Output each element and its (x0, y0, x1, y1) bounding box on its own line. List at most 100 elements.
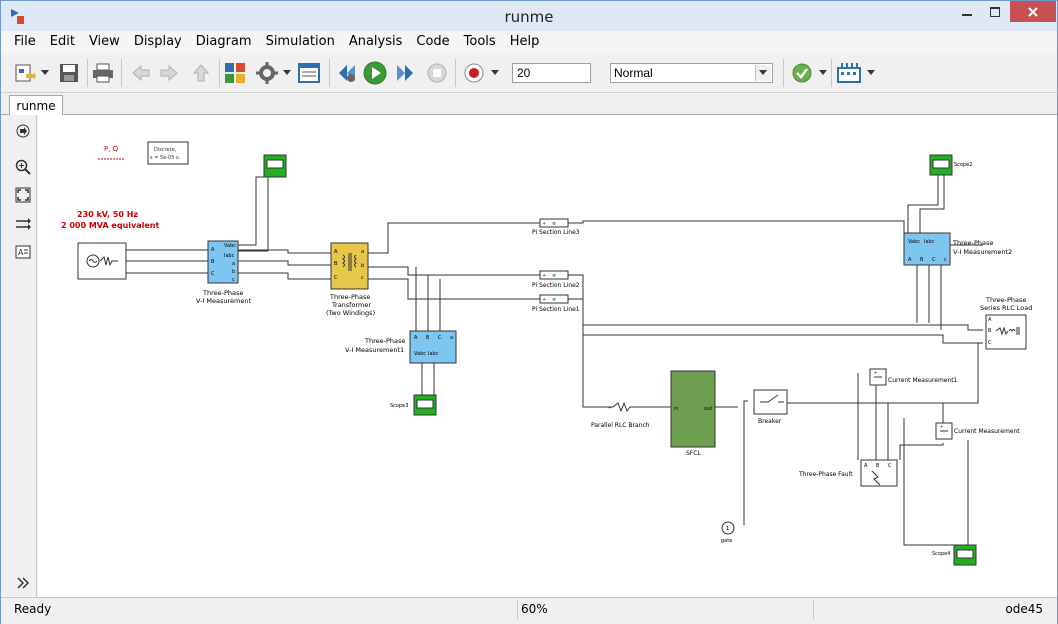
breaker-block[interactable] (753, 389, 788, 415)
pi-section-line1-block[interactable]: + ≡ (539, 294, 569, 304)
pi-section-line2-block[interactable]: + ≡ (539, 270, 569, 280)
menu-tools[interactable]: Tools (463, 34, 496, 49)
three-phase-transformer-block[interactable]: A B C a b c (330, 242, 369, 290)
library-browser-button[interactable] (223, 61, 247, 85)
transformer-label-line3: (Two Windings) (326, 309, 375, 317)
stop-time-input[interactable]: 20 (512, 63, 591, 83)
chevron-down-icon (759, 70, 767, 75)
menu-edit[interactable]: Edit (49, 34, 75, 49)
svg-text:C: C (438, 335, 442, 341)
run-button[interactable] (363, 61, 387, 85)
record-button[interactable] (462, 61, 486, 85)
vi-measurement2-block[interactable]: Vabc Iabc A B C c (903, 232, 951, 266)
pi-section-line3-block[interactable]: + ≡ (539, 218, 569, 228)
navigate-icon[interactable] (15, 123, 31, 139)
step-forward-button[interactable] (393, 61, 417, 85)
step-back-icon (339, 65, 355, 82)
annotation-icon[interactable]: A (15, 244, 31, 260)
tab-runme[interactable]: runme (9, 95, 63, 116)
series-rlc-load-block[interactable]: A B C (985, 314, 1027, 350)
scope3-block[interactable] (413, 394, 437, 416)
sfcl-in-label: in (674, 406, 679, 412)
stop-button[interactable] (425, 61, 449, 85)
menu-analysis[interactable]: Analysis (348, 34, 403, 49)
block-diagram: P, Q Discrete, s = 5e-05 s. 230 kV, 50 H… (61, 141, 1032, 566)
vi-measurement1-block[interactable]: A B C a Vabc Iabc (409, 330, 457, 364)
scope-block[interactable] (263, 154, 287, 178)
play-icon (363, 61, 387, 85)
up-button[interactable] (189, 61, 213, 85)
svg-text:A: A (18, 248, 24, 257)
new-model-button[interactable] (13, 61, 37, 85)
three-phase-source-block[interactable] (77, 242, 127, 280)
zoom-icon[interactable] (15, 159, 31, 175)
load-label-line1: Three-Phase (985, 296, 1026, 304)
minimize-button[interactable] (953, 1, 981, 23)
minimize-icon (962, 14, 972, 16)
chevron-down-icon[interactable] (41, 68, 49, 76)
menu-simulation[interactable]: Simulation (265, 34, 335, 49)
chevron-down-icon[interactable] (491, 68, 499, 76)
svg-text:c: c (944, 257, 947, 263)
svg-text:c: c (361, 275, 364, 281)
signal-arrows-icon[interactable] (15, 216, 31, 232)
back-button[interactable] (129, 61, 153, 85)
scope2-block[interactable] (929, 154, 953, 176)
model-canvas[interactable]: P, Q Discrete, s = 5e-05 s. 230 kV, 50 H… (38, 115, 1057, 597)
gate-block[interactable]: 1 (721, 521, 735, 535)
powergui-block[interactable]: Discrete, s = 5e-05 s. (147, 141, 189, 165)
vi-measurement-block[interactable]: A B C Vabc Iabc a b c (207, 240, 239, 284)
chevron-down-icon[interactable] (867, 68, 875, 76)
scope3-label: Scope3 (390, 403, 408, 409)
menu-code[interactable]: Code (416, 34, 450, 49)
expand-palette-icon[interactable] (15, 575, 31, 591)
model-advisor-button[interactable] (790, 61, 814, 85)
maximize-button[interactable] (981, 1, 1009, 23)
current-measurement1-block[interactable]: + (869, 368, 887, 386)
svg-text:+: + (542, 273, 546, 279)
three-phase-fault-block[interactable]: A B C (860, 459, 898, 487)
model-explorer-button[interactable] (297, 61, 321, 85)
parallel-rlc-branch-block[interactable]: + (608, 401, 638, 413)
fit-to-view-icon[interactable] (15, 187, 31, 203)
simulation-mode-select[interactable]: Normal (610, 63, 773, 83)
current-measurement-label: Current Measurement (954, 428, 1020, 435)
vi-meas3-label-line2: V-I Measurement2 (953, 248, 1012, 256)
svg-text:Iabc: Iabc (924, 239, 935, 245)
menu-diagram[interactable]: Diagram (195, 34, 252, 49)
current-measurement-block[interactable]: + (935, 422, 953, 440)
vi-meas2-label-line2: V-I Measurement1 (345, 346, 404, 354)
chevron-down-icon[interactable] (819, 68, 827, 76)
svg-text:A: A (864, 463, 868, 469)
menu-help[interactable]: Help (509, 34, 540, 49)
scope4-block[interactable] (953, 544, 977, 566)
fault-label: Three-Phase Fault (798, 471, 853, 478)
vi-meas1-label-line2: V-I Measurement (196, 297, 251, 305)
svg-text:+: + (940, 424, 943, 429)
status-bar: Ready 60% ode45 (1, 597, 1057, 624)
arrow-up-icon (192, 64, 210, 82)
print-button[interactable] (91, 61, 115, 85)
model-settings-button[interactable] (255, 61, 279, 85)
pi-line2-label: Pi Section Line2 (532, 282, 580, 289)
svg-text:B: B (920, 257, 924, 263)
step-back-button[interactable] (335, 61, 359, 85)
menu-view[interactable]: View (88, 34, 120, 49)
svg-text:B: B (426, 335, 430, 341)
menu-display[interactable]: Display (133, 34, 182, 49)
load-label-line2: Series RLC Load (980, 304, 1032, 312)
svg-text:B: B (876, 463, 880, 469)
chevron-down-icon[interactable] (283, 68, 291, 76)
sfcl-block[interactable]: in out (670, 370, 716, 448)
menu-file[interactable]: File (14, 34, 36, 49)
close-button[interactable] (1010, 1, 1056, 22)
svg-text:B: B (988, 328, 992, 334)
simulation-mode-dropdown-button[interactable] (755, 65, 771, 81)
svg-text:a: a (232, 261, 235, 267)
save-button[interactable] (57, 61, 81, 85)
svg-text:+: + (874, 370, 877, 375)
forward-button[interactable] (157, 61, 181, 85)
model-tab-strip: runme (1, 93, 1057, 116)
build-model-button[interactable] (837, 61, 861, 85)
